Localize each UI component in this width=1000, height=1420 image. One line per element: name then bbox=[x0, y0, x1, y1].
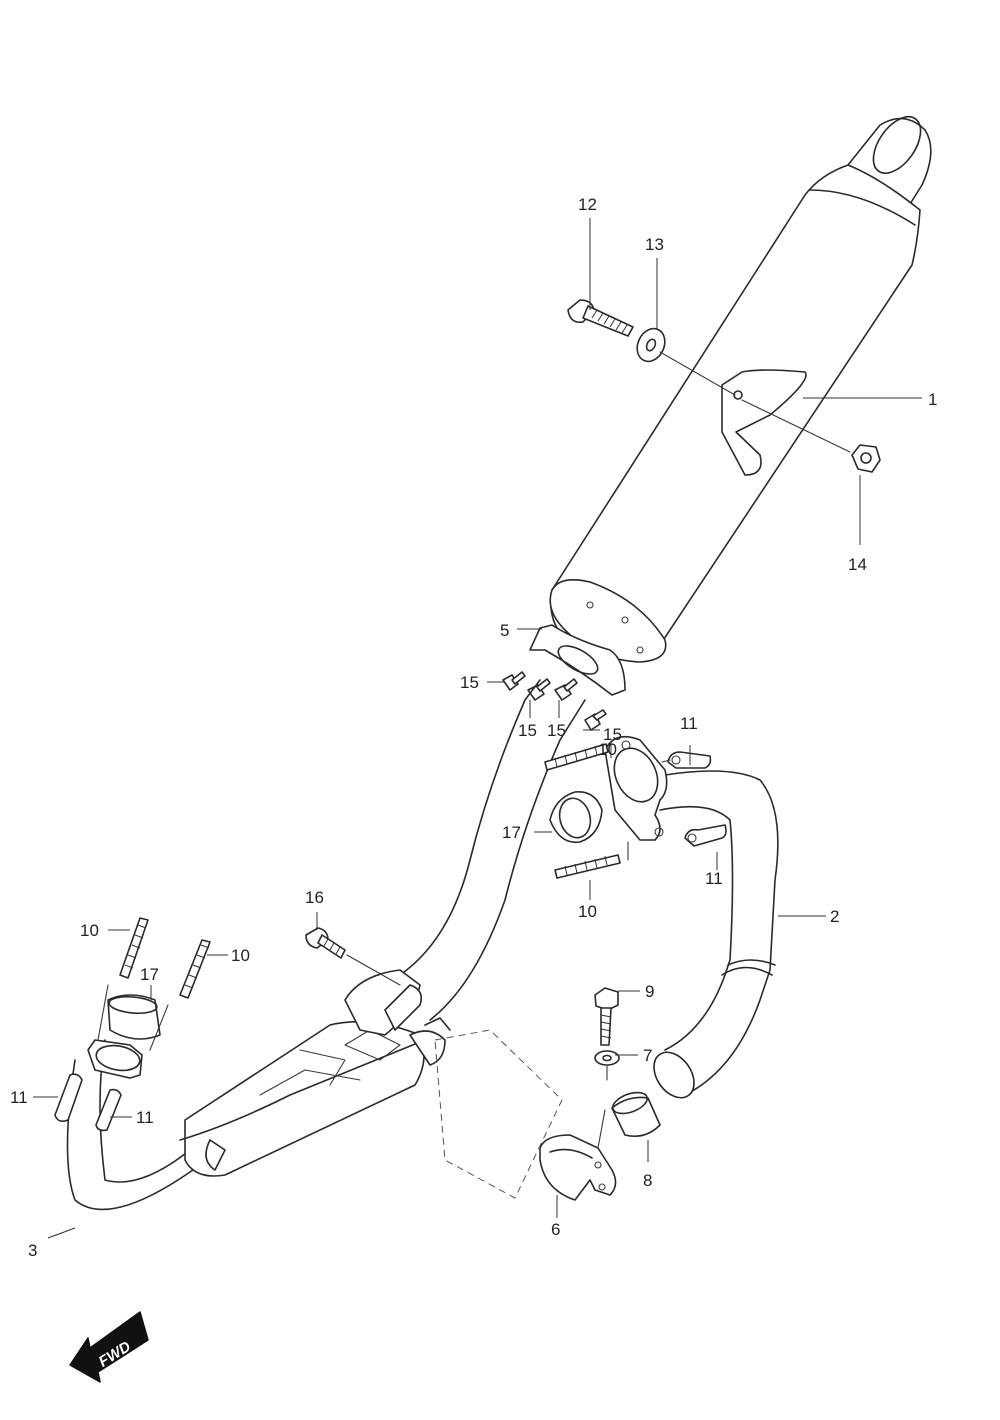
callout-12: 12 bbox=[578, 195, 597, 214]
bolt-part-12 bbox=[567, 299, 634, 337]
exhaust-pipe-part-3 bbox=[66, 679, 586, 1211]
callout-10-a: 10 bbox=[80, 921, 99, 940]
washer-part-13 bbox=[636, 327, 666, 363]
gasket-part-17-right bbox=[549, 791, 603, 844]
header-pipe-part-2 bbox=[604, 735, 779, 1099]
screw-part-15-c bbox=[554, 678, 578, 701]
stud-part-10-right-b bbox=[554, 854, 621, 879]
callout-14: 14 bbox=[848, 555, 867, 574]
callout-15-c: 15 bbox=[547, 721, 566, 740]
callout-2: 2 bbox=[830, 907, 839, 926]
screw-part-15-a bbox=[502, 671, 526, 691]
stud-part-10-right-a bbox=[544, 743, 609, 771]
callout-16: 16 bbox=[305, 888, 324, 907]
gasket-part-17-left bbox=[107, 994, 161, 1040]
callout-8: 8 bbox=[643, 1171, 652, 1190]
stud-part-10-left-a bbox=[119, 917, 149, 979]
callout-labels: 1 2 3 5 6 7 8 9 10 10 10 10 11 11 11 11 … bbox=[10, 195, 937, 1260]
callout-13: 13 bbox=[645, 235, 664, 254]
callout-10-d: 10 bbox=[578, 902, 597, 921]
leader-lines bbox=[33, 218, 922, 1239]
fwd-direction-arrow: FWD bbox=[69, 1311, 149, 1383]
stud-part-11-left-a bbox=[54, 1073, 83, 1122]
clamp-part-6 bbox=[539, 1134, 617, 1201]
callout-15-d: 15 bbox=[603, 725, 622, 744]
bolt-part-9 bbox=[594, 987, 619, 1046]
stud-part-11-right-b bbox=[684, 824, 727, 847]
callout-17-b: 17 bbox=[502, 823, 521, 842]
sleeve-part-8 bbox=[611, 1091, 661, 1138]
callout-6: 6 bbox=[551, 1220, 560, 1239]
callout-11-d: 11 bbox=[705, 869, 723, 888]
callout-9: 9 bbox=[645, 982, 654, 1001]
gasket-part-5 bbox=[529, 624, 626, 696]
screw-part-15-b bbox=[527, 678, 551, 701]
callout-15-b: 15 bbox=[518, 721, 537, 740]
callout-15-a: 15 bbox=[460, 673, 479, 692]
callout-3: 3 bbox=[28, 1241, 37, 1260]
callout-17-a: 17 bbox=[140, 965, 159, 984]
screw-part-15-d bbox=[584, 709, 607, 731]
stud-part-11-left-b bbox=[95, 1088, 122, 1132]
nut-part-14 bbox=[851, 444, 881, 473]
stud-part-10-left-b bbox=[179, 939, 211, 999]
callout-5: 5 bbox=[500, 621, 509, 640]
washer-part-7 bbox=[594, 1050, 620, 1066]
muffler-part-1 bbox=[549, 116, 932, 663]
callout-10-b: 10 bbox=[231, 946, 250, 965]
arrow-left-icon bbox=[69, 1311, 149, 1383]
callout-11-a: 11 bbox=[10, 1088, 28, 1107]
callout-1: 1 bbox=[928, 390, 937, 409]
callout-7: 7 bbox=[643, 1046, 652, 1065]
callout-11-b: 11 bbox=[136, 1108, 154, 1127]
stud-part-11-right-a bbox=[667, 751, 712, 769]
callout-10-c: 10 bbox=[598, 740, 617, 759]
dashed-assembly-frame bbox=[434, 1029, 563, 1199]
bolt-part-16 bbox=[305, 927, 346, 959]
callout-11-c: 11 bbox=[680, 714, 698, 733]
